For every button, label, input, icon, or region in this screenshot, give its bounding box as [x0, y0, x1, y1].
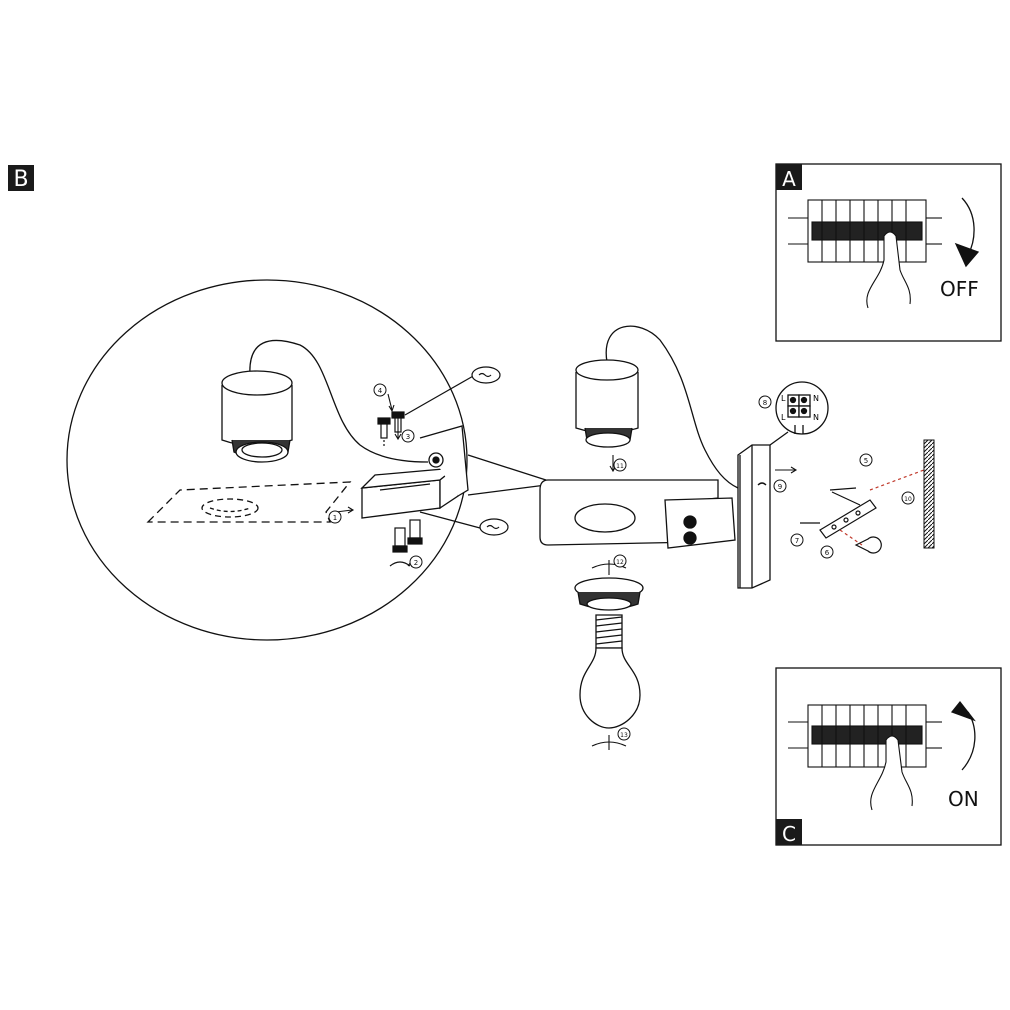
step-markers — [328, 383, 915, 741]
detail-screws-top — [377, 411, 405, 448]
panel-b-letter: B — [13, 167, 28, 192]
terminal-pin-n-top: N — [813, 394, 819, 403]
step-label-12: 12 — [616, 559, 624, 566]
step-9-arrow — [775, 466, 798, 474]
rotation-arrows — [591, 455, 627, 750]
detail-cable — [249, 339, 429, 463]
step-marker-7 — [790, 533, 804, 547]
terminal-pin-l-top: L — [781, 394, 786, 403]
callout-bubble-bottom — [419, 511, 509, 536]
step-marker-5 — [859, 453, 873, 467]
projection-line-top — [467, 454, 547, 481]
step-label-3: 3 — [406, 433, 410, 441]
panel-a-action-label: OFF — [940, 277, 979, 301]
step-label-11: 11 — [616, 463, 624, 470]
step-marker-11 — [613, 458, 627, 472]
step-marker-2 — [409, 555, 423, 569]
terminal-pin-n-bottom: N — [813, 413, 819, 422]
step-label-2: 2 — [414, 559, 418, 567]
step-marker-1 — [328, 510, 342, 524]
projection-line-bottom — [467, 484, 547, 496]
detail-bracket — [360, 425, 469, 519]
main-cable — [605, 325, 739, 489]
off-arrow — [954, 197, 980, 268]
panel-a — [775, 163, 1002, 342]
step-marker-3 — [401, 429, 415, 443]
terminal-pin-l-bottom: L — [781, 413, 786, 422]
drill-dashes — [839, 469, 925, 546]
step-marker-12 — [613, 554, 627, 568]
socket-ring — [574, 577, 644, 611]
step-marker-13 — [617, 727, 631, 741]
step-label-5: 5 — [864, 457, 868, 465]
step-label-9: 9 — [778, 483, 782, 491]
step-label-1: 1 — [333, 514, 337, 522]
step-label-6: 6 — [825, 549, 830, 557]
step-label-4: 4 — [378, 387, 383, 395]
step-label-10: 10 — [904, 496, 912, 503]
breaker-box-a — [788, 199, 942, 309]
panel-a-letter: A — [782, 167, 796, 191]
step-marker-9 — [773, 479, 787, 493]
panel-c-letter: C — [782, 822, 796, 846]
step-label-8: 8 — [763, 399, 767, 407]
detail-lamp-holder — [221, 339, 429, 463]
main-lamp-holder — [575, 325, 739, 489]
wall-surface — [923, 439, 935, 549]
step-marker-4 — [373, 383, 387, 397]
step-label-7: 7 — [795, 537, 799, 545]
terminal-block-callout — [769, 381, 829, 446]
breaker-box-c — [788, 704, 942, 811]
step-label-13: 13 — [620, 732, 628, 739]
main-vertical-bracket — [737, 444, 771, 589]
on-arrow — [950, 700, 976, 771]
step-marker-8 — [758, 395, 772, 409]
panel-b-tag: B — [8, 165, 34, 192]
panel-c — [775, 667, 1002, 846]
main-wall-plate — [539, 479, 736, 549]
detail-magnifier — [66, 279, 547, 641]
step-marker-6 — [820, 545, 834, 559]
mounting-bracket-hardware — [800, 487, 882, 554]
step-marker-10 — [901, 491, 915, 505]
callout-bubble-top — [404, 366, 501, 416]
detail-mounting-plate — [146, 481, 352, 523]
panel-c-action-label: ON — [948, 787, 979, 811]
detail-circle — [66, 279, 468, 641]
light-bulb — [579, 614, 641, 729]
